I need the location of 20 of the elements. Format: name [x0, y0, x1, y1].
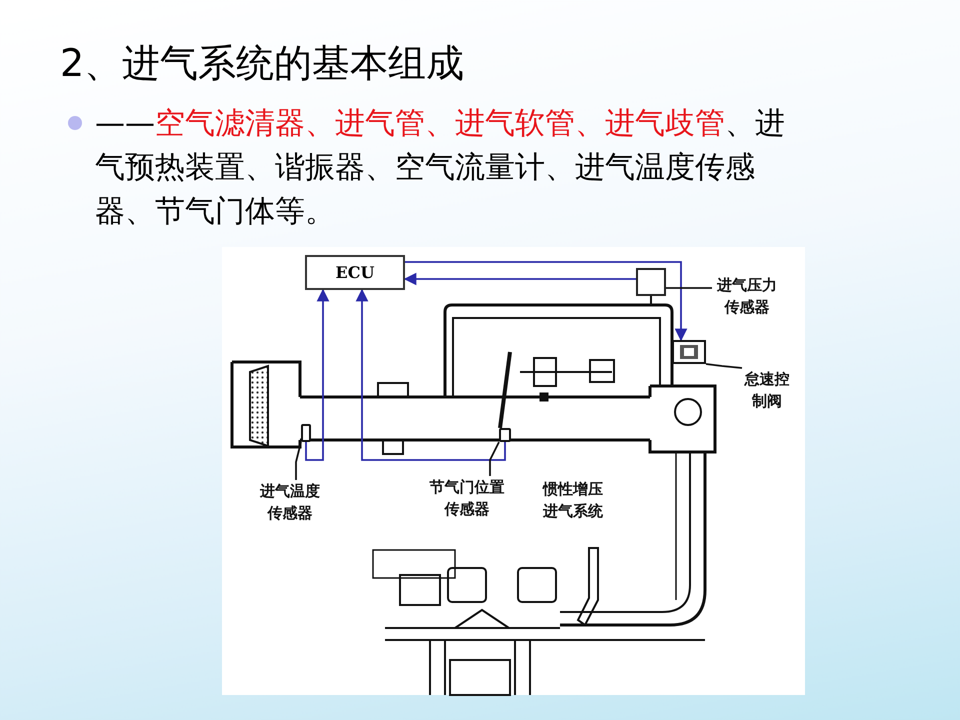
leader-line: [295, 442, 302, 480]
part-label: 进气压力传感器: [712, 274, 782, 318]
leader-line: [706, 363, 742, 369]
part-label: 节气门位置传感器: [425, 476, 509, 520]
sensor-box: [636, 268, 666, 296]
part-label: 怠速控制阀: [742, 368, 792, 412]
signal-wire-arrow: [405, 261, 688, 342]
sensor-probe-icon: [301, 424, 311, 442]
ecu-box: ECU: [305, 255, 405, 290]
slide-title: 2、进气系统的基本组成: [60, 40, 464, 87]
valve-drawing: [672, 340, 706, 364]
signal-wire-arrow: [356, 288, 506, 461]
part-label: 进气温度传感器: [255, 480, 325, 524]
bullet-text: ——空气滤清器、进气管、进气软管、进气歧管、进气预热装置、谐振器、空气流量计、进气温度传感器、节气门体等。: [95, 105, 785, 231]
signal-wire-arrow: [305, 288, 330, 461]
sensor-probe-icon: [499, 428, 511, 442]
signal-wire-arrow: [404, 272, 636, 286]
leader-line: [489, 442, 500, 476]
leader-line: [666, 287, 712, 289]
part-label: 惯性增压进气系统: [541, 479, 604, 522]
